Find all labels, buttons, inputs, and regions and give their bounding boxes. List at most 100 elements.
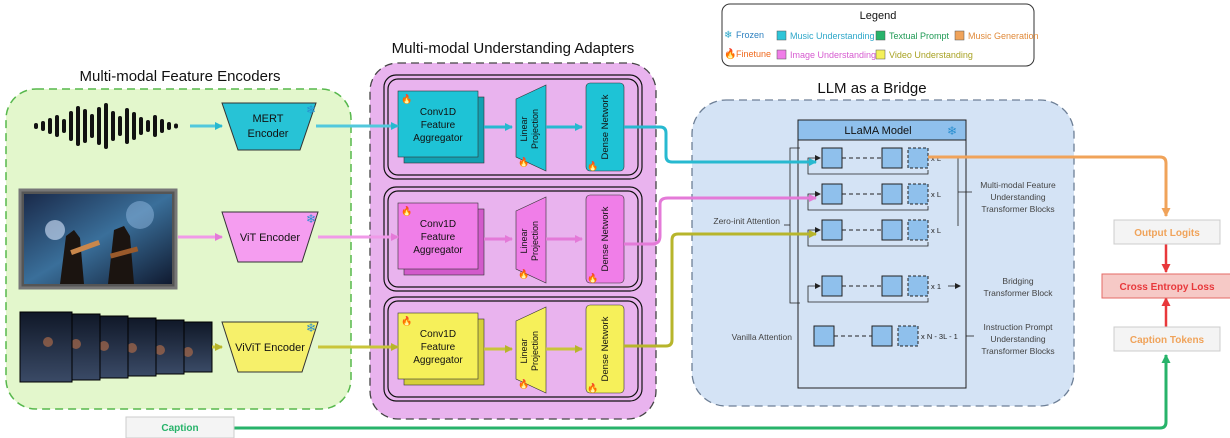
conv1d-aggregator <box>397 202 479 270</box>
transformer-block <box>881 147 903 169</box>
bridging-label-2: Transformer Block <box>983 288 1053 298</box>
instruction-label-2: Understanding <box>990 334 1046 344</box>
transformer-block <box>881 219 903 241</box>
linear-projection <box>515 306 547 394</box>
dense-network <box>585 304 625 394</box>
mert-label-1: MERT <box>253 113 284 125</box>
conv1d-label: Feature <box>421 120 456 131</box>
legend-swatch-text <box>875 30 886 41</box>
waveform-bar <box>104 103 108 149</box>
video-frames-image <box>19 311 213 383</box>
flame-icon: 🔥 <box>587 382 598 393</box>
transformer-row: x 1 <box>807 275 941 303</box>
caption-label: Caption <box>161 423 198 434</box>
zero-init-attention-label: Zero-init Attention <box>713 216 780 226</box>
caption-box: Caption <box>125 416 235 438</box>
transformer-row: x N - 3L - 1 <box>813 325 958 347</box>
repeat-count-label: x 1 <box>931 282 941 291</box>
waveform-bar <box>69 111 73 141</box>
transformer-block <box>821 147 843 169</box>
conv1d-aggregator <box>397 90 479 158</box>
block-descriptions: Multi-modal Feature Understanding Transf… <box>980 180 1056 356</box>
flame-icon: 🔥 <box>724 47 736 60</box>
mert-encoder: MERT Encoder ❄ <box>221 102 317 151</box>
transformer-block <box>813 325 835 347</box>
cross-entropy-loss-label: Cross Entropy Loss <box>1119 282 1214 293</box>
legend-swatch-video <box>875 49 886 60</box>
snowflake-icon: ❄ <box>306 103 316 117</box>
repeat-count-label: x L <box>931 190 941 199</box>
flow-arrows <box>178 122 1171 430</box>
linear-label: Projection <box>530 331 540 371</box>
transformer-block-repeat <box>907 275 929 297</box>
repeat-count-label: x N - 3L - 1 <box>921 332 958 341</box>
concert-image <box>18 188 178 290</box>
waveform-bar <box>167 122 171 130</box>
mm-blocks-label-2: Understanding <box>990 192 1046 202</box>
instruction-label-1: Instruction Prompt <box>984 322 1054 332</box>
legend-music-generation: Music Generation <box>968 31 1039 41</box>
adapters-title: Multi-modal Understanding Adapters <box>392 40 635 57</box>
flame-icon: 🔥 <box>587 160 598 171</box>
caption-tokens-label: Caption Tokens <box>1130 335 1205 346</box>
waveform-bar <box>48 118 52 134</box>
flame-icon: 🔥 <box>401 93 412 104</box>
conv1d-aggregator <box>397 312 479 380</box>
conv1d-label: Aggregator <box>413 355 463 366</box>
bridging-label-1: Bridging <box>1002 276 1033 286</box>
legend-textual-prompt: Textual Prompt <box>889 31 950 41</box>
waveform-bar <box>118 116 122 136</box>
audio-waveform-icon <box>34 103 178 149</box>
flame-icon: 🔥 <box>401 205 412 216</box>
linear-label: Linear <box>519 338 529 363</box>
transformer-block <box>821 183 843 205</box>
waveform-bar <box>153 115 157 137</box>
snowflake-icon: ❄ <box>724 30 732 41</box>
linear-projection <box>515 196 547 284</box>
waveform-bar <box>34 123 38 129</box>
transformer-block <box>821 275 843 297</box>
legend-swatch-music <box>776 30 787 41</box>
conv1d-label: Conv1D <box>420 107 456 118</box>
waveform-bar <box>41 121 45 131</box>
flame-icon: 🔥 <box>401 315 412 326</box>
transformer-block-repeat <box>907 219 929 241</box>
legend-video-understanding: Video Understanding <box>889 50 973 60</box>
llama-title: LLaMA Model <box>844 125 911 137</box>
output-logits-box: Output Logits <box>1113 219 1221 245</box>
vanilla-attention-label: Vanilla Attention <box>732 332 793 342</box>
conv1d-label: Aggregator <box>413 245 463 256</box>
linear-label: Projection <box>530 221 540 261</box>
vivit-encoder: ViViT Encoder ❄ <box>221 321 319 373</box>
waveform-bar <box>132 112 136 140</box>
dense-label: Dense Network <box>600 206 611 271</box>
cross-entropy-loss-box: Cross Entropy Loss <box>1101 273 1230 299</box>
flame-icon: 🔥 <box>518 378 529 389</box>
waveform-bar <box>76 106 80 146</box>
output-logits-label: Output Logits <box>1134 228 1200 239</box>
waveform-bar <box>83 109 87 143</box>
video-frame <box>19 311 73 383</box>
legend-title: Legend <box>860 10 897 22</box>
conv1d-label: Conv1D <box>420 329 456 340</box>
transformer-block-repeat <box>897 325 919 347</box>
flame-icon: 🔥 <box>518 268 529 279</box>
transformer-block-repeat <box>907 147 929 169</box>
conv1d-label: Feature <box>421 232 456 243</box>
dense-label: Dense Network <box>600 316 611 381</box>
llm-panel <box>691 99 1075 407</box>
transformer-row: x L <box>807 183 941 211</box>
legend-finetune: Finetune <box>736 49 771 59</box>
transformer-block <box>871 325 893 347</box>
repeat-count-label: x L <box>931 226 941 235</box>
waveform-bar <box>97 107 101 145</box>
linear-projection <box>515 84 547 172</box>
flame-icon: 🔥 <box>518 156 529 167</box>
conv1d-label: Conv1D <box>420 219 456 230</box>
waveform-bar <box>146 120 150 132</box>
transformer-block-repeat <box>907 183 929 205</box>
waveform-bar <box>111 111 115 141</box>
legend-music-understanding: Music Understanding <box>790 31 875 41</box>
